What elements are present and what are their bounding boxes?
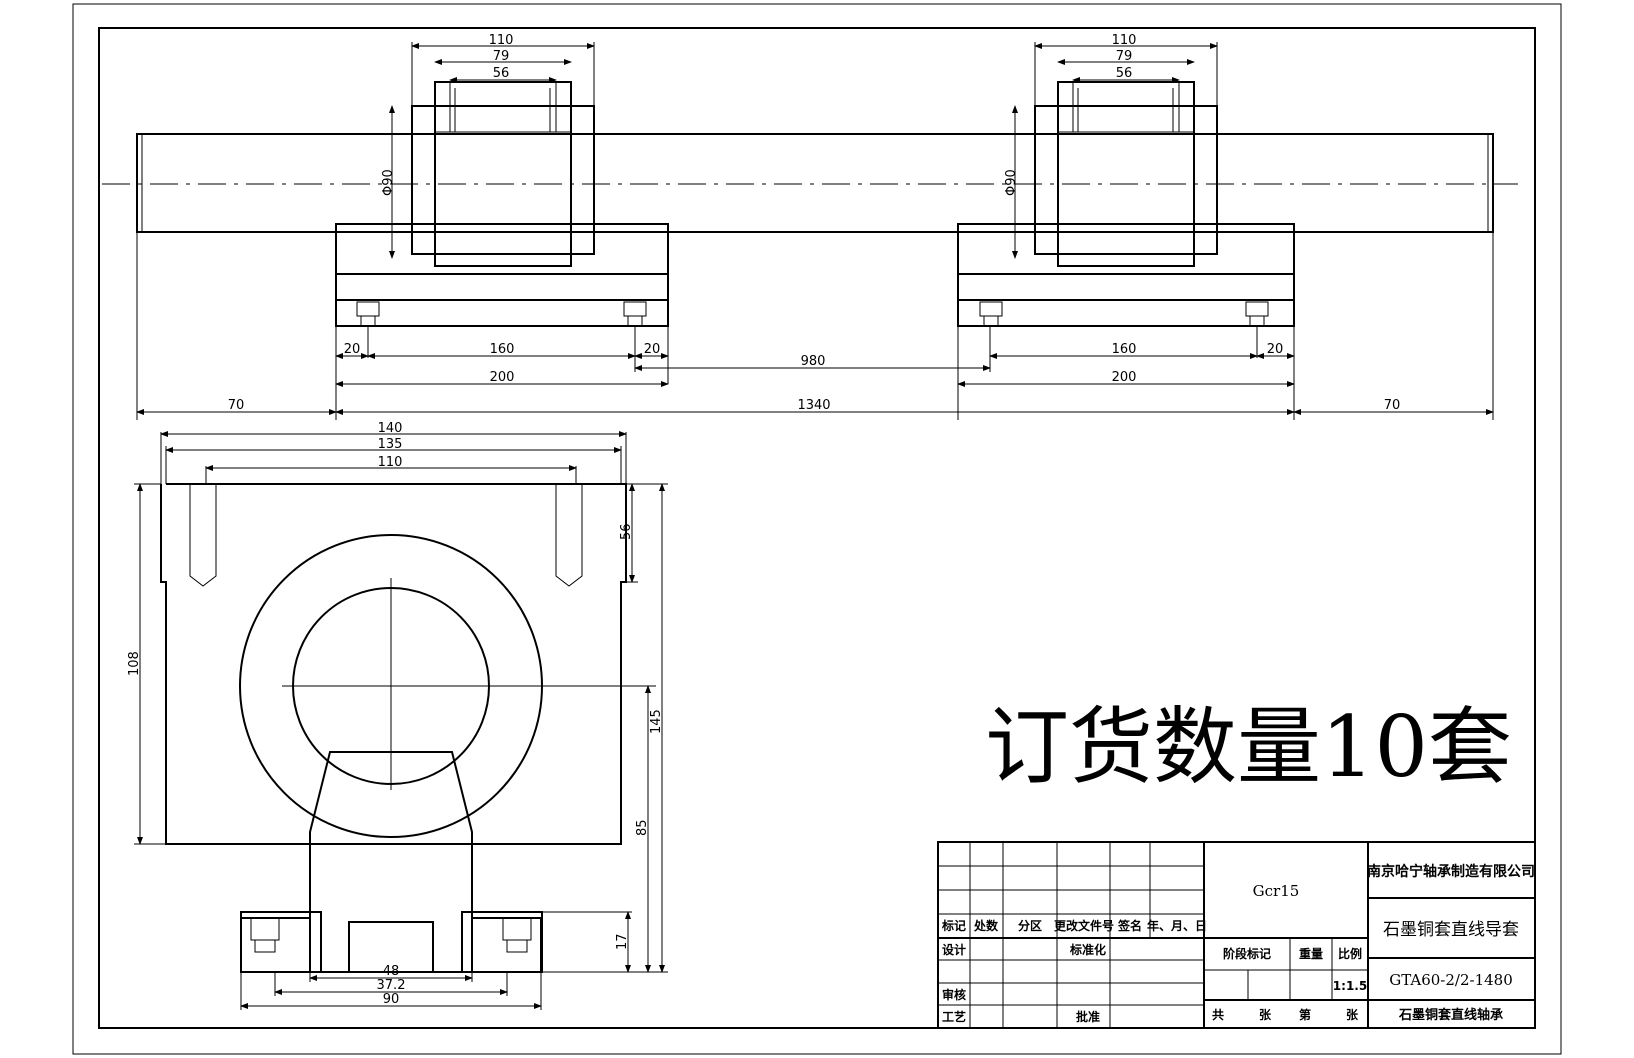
inner-frame [98,27,1536,1029]
tb-company: 南京哈宁轴承制造有限公司 [1367,863,1535,880]
tb-drawing-no: GTA60-2/2-1480 [1389,971,1513,989]
dim-85: 85 [635,819,650,836]
tb-footer-name: 石墨铜套直线轴承 [1398,1007,1503,1023]
dim-90: 90 [383,992,400,1007]
tb-zone: 分区 [1018,918,1042,933]
dim-70-left: 70 [228,398,245,413]
dim-20-b: 20 [644,342,661,357]
dim-1340: 1340 [797,398,830,413]
dim-108: 108 [127,651,142,676]
tb-total: 共 [1212,1007,1224,1022]
tb-review: 审核 [942,987,966,1002]
tb-sheet: 张 [1346,1007,1359,1022]
tb-date: 年、月、日 [1147,918,1207,933]
dim-dia-left: Φ90 [381,169,396,196]
dim-160-right: 160 [1112,342,1137,357]
side-view: 140 135 110 56 108 145 85 17 48 37.2 90 [127,421,668,1010]
tb-scale: 1:1.5 [1333,979,1367,993]
dim-110-left: 110 [489,33,514,48]
tb-material: Gcr15 [1253,882,1300,900]
dim-20-c: 20 [1267,342,1284,357]
order-quantity-note: 订货数量10套 [985,698,1512,796]
title-block: 标记 处数 分区 更改文件号 签名 年、月、日 设计 标准化 审核 工艺 批准 … [937,841,1536,1029]
dim-145: 145 [649,709,664,734]
tb-count: 处数 [973,918,999,933]
dim-56-side: 56 [619,523,634,540]
dim-200-left: 200 [490,370,515,385]
right-support [957,81,1295,327]
tb-mark: 标记 [941,918,966,933]
dim-110-side: 110 [378,455,403,470]
dim-79-right: 79 [1116,49,1133,64]
tb-sign: 签名 [1117,918,1142,933]
tb-approve: 批准 [1076,1009,1100,1024]
dim-110-right: 110 [1112,33,1137,48]
left-support [335,81,669,327]
dim-980: 980 [801,354,826,369]
dim-dia-right: Φ90 [1004,169,1019,196]
tb-design: 设计 [942,942,966,957]
tb-change-doc: 更改文件号 [1054,918,1114,933]
dim-200-right: 200 [1112,370,1137,385]
outer-frame [72,3,1562,1055]
dim-70-right: 70 [1384,398,1401,413]
tb-stage: 阶段标记 [1223,946,1271,961]
dim-160-left: 160 [490,342,515,357]
top-view: 110 79 56 Φ90 110 79 56 Φ90 [102,33,1518,420]
tb-sheets: 张 [1259,1007,1272,1022]
tb-process: 工艺 [942,1009,966,1024]
dim-140: 140 [378,421,403,436]
tb-standard: 标准化 [1069,942,1106,957]
tb-scale-label: 比例 [1338,946,1362,961]
dim-79-left: 79 [493,49,510,64]
tb-part-name: 石墨铜套直线导套 [1383,920,1519,940]
dim-56-right: 56 [1116,66,1133,81]
dim-37-2: 37.2 [377,978,406,993]
dim-17: 17 [615,933,630,950]
dim-56-left: 56 [493,66,510,81]
tb-weight: 重量 [1299,946,1323,961]
dim-20-a: 20 [344,342,361,357]
dim-48: 48 [383,964,400,979]
tb-no: 第 [1299,1007,1311,1022]
dim-135: 135 [378,437,403,452]
shaft [136,133,1494,233]
